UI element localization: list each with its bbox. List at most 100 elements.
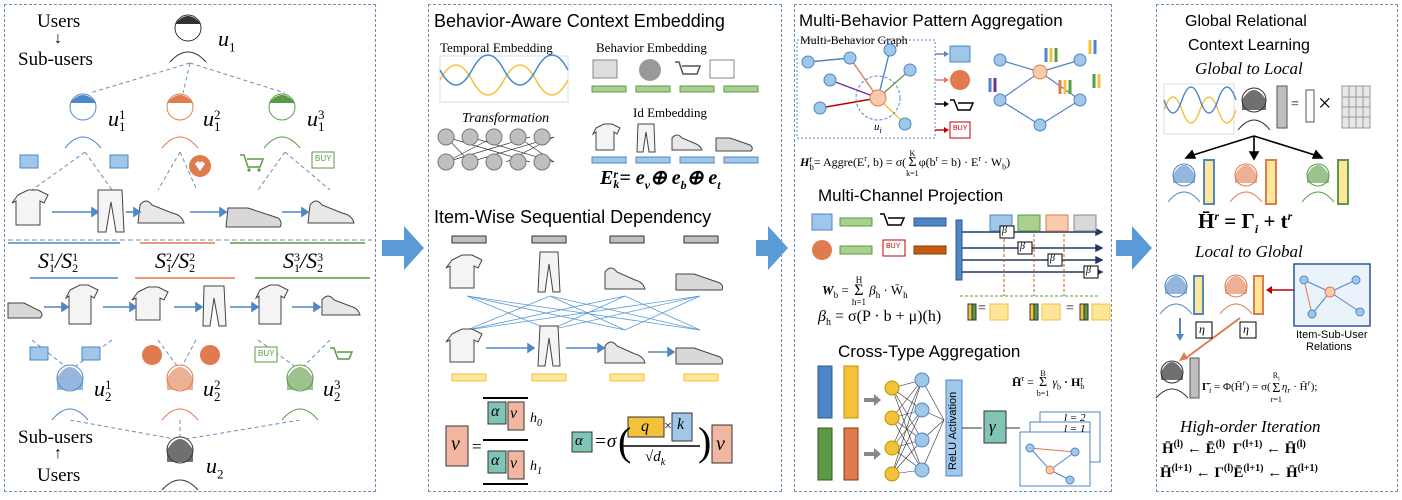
subusers-label-top: Sub-users: [18, 49, 93, 70]
formula-v: v: [716, 433, 725, 455]
avatar-global: [1237, 87, 1271, 131]
formula-paren-close: ): [698, 419, 712, 464]
id-embedding-label: Id Embedding: [633, 105, 708, 120]
avatar-local-global: [1155, 360, 1189, 399]
equals-sign: =: [1066, 301, 1074, 316]
click-icon: [109, 154, 129, 169]
transformation-label: Transformation: [462, 111, 550, 126]
buy-icon: [311, 151, 335, 169]
avatar-u21: [51, 364, 89, 421]
formula-v: v: [510, 455, 518, 472]
behavior-embedding-label: Behavior Embedding: [596, 40, 707, 55]
subuser-global-3: [1301, 163, 1335, 203]
subusers-label-bottom: Sub-users: [18, 427, 93, 448]
subuser-local-2: [1219, 274, 1253, 315]
user-u1: u1: [218, 26, 236, 55]
beta-label: β: [1020, 241, 1025, 252]
formula-q: q: [641, 418, 649, 435]
formula-times: ×: [664, 419, 672, 434]
buy-icon: [254, 346, 278, 363]
gamma-label: γ: [989, 417, 996, 436]
pants-icon: [202, 285, 227, 327]
click-icon: [29, 346, 49, 361]
avatar-u12: [161, 93, 199, 149]
local-to-global-label: Local to Global: [1195, 242, 1303, 261]
formula-equals: =: [472, 437, 482, 456]
buy-badge-text: BUY: [315, 154, 332, 163]
layer-l1-label: l = 1: [1064, 423, 1086, 435]
hbar-global-equation: H̄r = Γi + tr: [1198, 209, 1293, 237]
panel4-title-line2: Context Learning: [1188, 37, 1310, 54]
panel-global-relational: [1156, 4, 1398, 492]
avatar-u2: [161, 436, 199, 491]
formula-paren-open: (: [618, 419, 632, 464]
subuser-global-2: [1229, 163, 1263, 203]
formula-k: k: [677, 416, 685, 433]
equals-sign: =: [1291, 97, 1299, 112]
formula-h0: h0: [530, 411, 542, 429]
formula-sqrt-dk: √dk: [645, 449, 666, 468]
tshirt-icon: [131, 286, 169, 321]
high-order-iteration-label: High-order Iteration: [1180, 417, 1321, 436]
cross-type-title: Cross-Type Aggregation: [838, 342, 1021, 361]
shoe-icon: [225, 207, 282, 228]
seq-dependency-title: Item-Wise Sequential Dependency: [434, 207, 712, 227]
formula-alpha: α: [491, 452, 500, 469]
sneaker-icon: [307, 200, 355, 224]
users-label-bottom: Users: [37, 465, 81, 486]
item-sub-user-label: Item-Sub-User: [1296, 329, 1368, 341]
node-ui: ui: [874, 121, 882, 136]
down-arrow: ↓: [54, 30, 62, 47]
iteration-line-1: H̄(l) ← Ē(l) Γ(l+1) ← H̄(l): [1162, 439, 1306, 457]
layer-graphs: [1019, 411, 1101, 487]
equals-sign: =: [978, 301, 986, 316]
times-sign: ×: [1318, 91, 1332, 117]
panel4-title-line1: Global Relational: [1185, 13, 1307, 30]
cart-icon: [330, 347, 354, 360]
click-icon: [81, 346, 101, 361]
eta-label: η: [1199, 322, 1205, 336]
shirt-icon: [64, 284, 99, 325]
subuser-global-1: [1167, 163, 1201, 203]
shirt-icon: [254, 284, 289, 325]
sneaker-icon: [137, 200, 185, 224]
avatar-u13: [263, 93, 301, 149]
buy-badge-text: BUY: [953, 125, 968, 132]
temporal-embedding-label: Temporal Embedding: [440, 40, 553, 55]
formula-alpha: α: [575, 433, 583, 449]
iteration-line-2: H̄(l+1) ← Γ(l)Ē(l+1) ← H̄(l+1): [1160, 463, 1318, 481]
favorite-icon: [189, 155, 211, 177]
beta-label: β: [1050, 253, 1055, 264]
formula-v: v: [510, 405, 518, 422]
panel2-title: Behavior-Aware Context Embedding: [434, 11, 725, 31]
avatar-u1: [169, 14, 207, 63]
layer-l2-label: l = 2: [1064, 412, 1086, 424]
shoe-icon: [7, 302, 43, 319]
sneaker-icon: [321, 295, 361, 316]
relations-label: Relations: [1306, 341, 1352, 353]
users-label-top: Users: [37, 11, 81, 32]
global-to-local-label: Global to Local: [1195, 59, 1303, 78]
projection-title: Multi-Channel Projection: [818, 186, 1004, 205]
beta-label: β: [1086, 265, 1091, 276]
user-u2: u2: [206, 453, 224, 482]
tshirt-icon: [11, 189, 49, 226]
panel-pattern-aggregation: [794, 4, 1112, 492]
avatar-u11: [64, 93, 102, 149]
panel-sub-users: [4, 4, 376, 492]
formula-alpha: α: [491, 403, 500, 420]
